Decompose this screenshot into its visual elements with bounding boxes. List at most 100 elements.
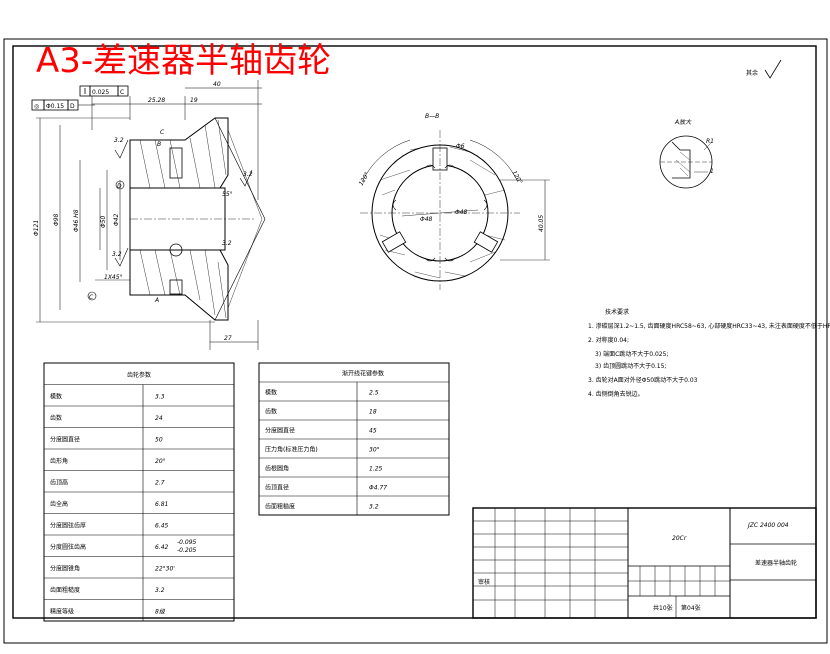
tolerance-frame-1: ◎ Φ0.15 D bbox=[31, 99, 95, 111]
tolerance-value-2: 0.025 bbox=[92, 89, 109, 96]
title-block-text: 20Cr JZC 2400 004 差速器半轴齿轮 审核 共10张 第04张 bbox=[478, 522, 797, 612]
gear-param-row-value: 20° bbox=[155, 458, 166, 465]
tolerance-datum-1: D bbox=[70, 103, 75, 110]
page-title: A3-差速器半轴齿轮 bbox=[36, 41, 331, 81]
spline-param-row-value: 45 bbox=[369, 428, 377, 435]
datum-d: D bbox=[117, 183, 122, 190]
gear-param-row-label: 分度圆直径 bbox=[50, 435, 80, 443]
spline-param-row-label: 齿顶直径 bbox=[265, 484, 289, 492]
spline-param-title: 渐开线花键参数 bbox=[342, 370, 384, 378]
dim-d6: Φ6 bbox=[456, 143, 465, 150]
detail-label: A放大 bbox=[674, 118, 692, 126]
tech-req-item-1: 1. 渗碳层深1.2~1.5, 齿面硬度HRC58~63, 心部硬度HRC33~… bbox=[588, 322, 830, 330]
gear-param-row-value: 50 bbox=[155, 436, 163, 443]
dim-d48-b: Φ48 bbox=[455, 209, 468, 216]
gear-param-row-lower: -0.205 bbox=[177, 547, 197, 554]
gear-main-view bbox=[36, 80, 266, 350]
gear-param-row-value: 22°30' bbox=[155, 565, 175, 572]
section-label: B—B bbox=[425, 113, 439, 120]
tech-req-item-6: 4. 齿侧倒角去锐边。 bbox=[588, 390, 644, 398]
dim-40: 40.05 bbox=[538, 215, 545, 232]
outer-frame bbox=[3, 38, 828, 644]
dim-d121: Φ121 bbox=[33, 220, 40, 236]
gear-param-row-label: 齿全高 bbox=[50, 500, 68, 508]
angle-label-2: 3.2 bbox=[222, 240, 232, 247]
dim-d48-a: Φ48 bbox=[420, 216, 433, 223]
angle-55: 55° bbox=[222, 191, 233, 198]
gear-param-row-value: 2.7 bbox=[155, 479, 165, 486]
gear-param-row-label: 分度圆弦齿高 bbox=[50, 543, 86, 551]
title-block bbox=[472, 507, 817, 619]
detail-view-a bbox=[659, 135, 713, 189]
gear-param-row-label: 齿顶高 bbox=[50, 478, 68, 486]
spline-param-row-label: 压力角(标准压力角) bbox=[265, 446, 318, 454]
tech-req-item-2: 2. 对称度0.04; bbox=[588, 336, 629, 344]
gear-param-row-value: 6.42 bbox=[155, 544, 169, 551]
sheet-number: 第04张 bbox=[681, 604, 701, 612]
angle-120-b: 120° bbox=[510, 170, 523, 186]
gear-param-row-label: 分度圆弦齿厚 bbox=[50, 521, 86, 529]
dim-length-19: 19 bbox=[190, 97, 198, 104]
dim-length-25: 25.28 bbox=[148, 97, 165, 104]
roughness-c: 3.2 bbox=[243, 171, 253, 178]
spline-param-row-label: 齿面粗糙度 bbox=[265, 503, 295, 511]
chamfer-label: 1X45° bbox=[104, 274, 123, 281]
dim-d98: Φ98 bbox=[53, 213, 60, 226]
material-value: 20Cr bbox=[672, 535, 687, 542]
tolerance-datum-2: C bbox=[120, 89, 124, 96]
gear-param-row-value: 8级 bbox=[155, 607, 166, 615]
mark-b-upper: B bbox=[157, 141, 161, 148]
spline-param-row-value: 3.2 bbox=[369, 504, 379, 511]
dim-length-27: 27 bbox=[224, 335, 232, 342]
gear-param-title: 齿轮参数 bbox=[127, 371, 151, 379]
roughness-a: 3.2 bbox=[114, 137, 124, 144]
roughness-symbol bbox=[764, 59, 782, 79]
spline-param-row-label: 分度圆直径 bbox=[265, 427, 295, 435]
dim-one: 1 bbox=[710, 168, 714, 175]
dim-d42: Φ42 bbox=[113, 213, 120, 226]
roughness-b: 3.2 bbox=[112, 251, 122, 258]
datum-c: C bbox=[89, 294, 94, 301]
dim-length-40: 40 bbox=[213, 81, 221, 88]
sheet-total: 共10张 bbox=[653, 604, 673, 612]
gear-param-row-label: 模数 bbox=[50, 392, 62, 400]
spline-param-row-label: 模数 bbox=[265, 389, 277, 397]
section-view-bb bbox=[360, 130, 550, 290]
gear-param-row-upper: -0.095 bbox=[177, 539, 197, 546]
dim-d50: Φ50 bbox=[100, 215, 107, 228]
mark-c: C bbox=[160, 129, 165, 136]
gear-param-row-value: 3.2 bbox=[155, 587, 165, 594]
spline-param-row-value: 2.5 bbox=[369, 390, 379, 397]
drawing-number: JZC 2400 004 bbox=[747, 522, 789, 529]
gear-param-row-value: 3.3 bbox=[155, 393, 165, 400]
angle-120-a: 120° bbox=[358, 171, 371, 187]
spline-param-row-value: 18 bbox=[369, 409, 377, 416]
gear-param-row-label: 齿数 bbox=[50, 414, 62, 422]
gear-param-row-value: 6.45 bbox=[155, 522, 169, 529]
gear-param-row-label: 齿形角 bbox=[50, 457, 68, 465]
tech-req-item-3: 3) 端面C跳动不大于0.025; bbox=[595, 350, 668, 358]
gear-main-labels: 25.28 19 40 27 3.2 3.2 3.2 B C A D C 1X4… bbox=[33, 81, 253, 342]
gear-param-row-label: 分度圆锥角 bbox=[50, 564, 80, 572]
gear-param-row-label: 精度等级 bbox=[50, 607, 74, 615]
tolerance-value-1: Φ0.15 bbox=[46, 103, 64, 110]
dim-r1: R1 bbox=[706, 138, 714, 145]
tolerance-frame-2: 0.025 C bbox=[79, 85, 129, 97]
review-label: 审核 bbox=[478, 578, 490, 586]
spline-param-row-value: 30° bbox=[369, 447, 380, 454]
mark-a: A bbox=[154, 297, 159, 304]
spline-param-row-label: 齿根圆角 bbox=[265, 465, 289, 473]
inner-frame bbox=[12, 45, 817, 619]
spline-param-row-label: 齿数 bbox=[265, 408, 277, 416]
roughness-other-label: 其余 bbox=[746, 69, 758, 77]
spline-param-row-value: 1.25 bbox=[369, 466, 383, 473]
coaxiality-icon: ◎ bbox=[34, 103, 39, 110]
tech-req-item-5: 3. 齿轮对A面对外径Φ50跳动不大于0.03 bbox=[588, 376, 698, 384]
part-name: 差速器半轴齿轮 bbox=[755, 559, 797, 567]
technical-requirements: 技术要求 1. 渗碳层深1.2~1.5, 齿面硬度HRC58~63, 心部硬度H… bbox=[588, 308, 830, 398]
dim-d46: Φ46 H8 bbox=[73, 209, 80, 232]
gear-param-row-value: 6.81 bbox=[155, 501, 168, 508]
spline-param-row-value: Φ4.77 bbox=[369, 485, 387, 492]
